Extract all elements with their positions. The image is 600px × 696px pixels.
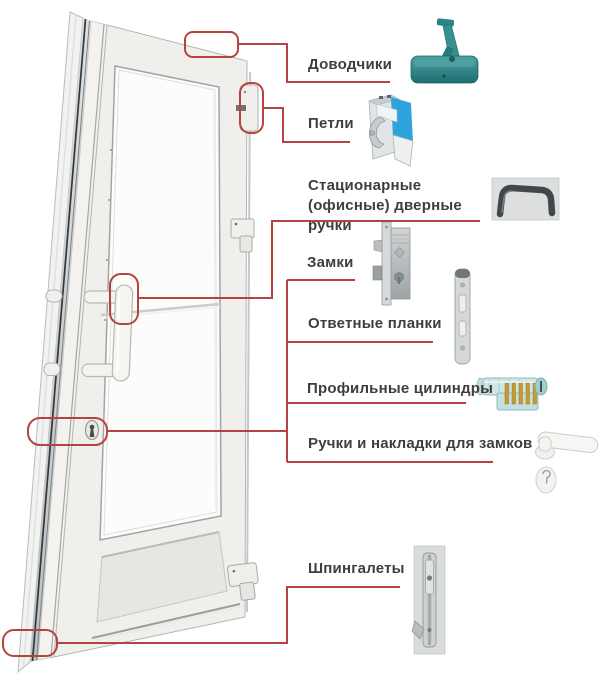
strike-plate-icon [454, 268, 471, 365]
office-handle-icon [491, 177, 560, 221]
middle-hinge-on-door [230, 218, 255, 253]
door-frame [17, 11, 251, 674]
pull-handle [81, 284, 134, 382]
label-door-closers: Доводчики [308, 56, 392, 73]
label-strike-plates: Ответные планки [308, 315, 442, 332]
profile-cylinder-icon [476, 377, 548, 411]
door-illustration [17, 11, 259, 674]
label-locks: Замки [307, 254, 354, 271]
bottom-hinge-on-door [227, 562, 259, 601]
lever-handle-icon [535, 431, 599, 494]
label-hinges: Петли [308, 115, 354, 132]
keyhole [84, 419, 100, 441]
pull-handle-back-stubs [43, 289, 63, 377]
door-bottom-panel [91, 531, 241, 642]
door-leaf [53, 24, 248, 658]
flush-bolt-icon [411, 545, 446, 655]
connector-hinges [263, 107, 350, 143]
label-lock-handles-covers: Ручки и накладки для замков [308, 435, 533, 452]
label-flush-bolts: Шпингалеты [308, 560, 405, 577]
door-closer-icon [410, 18, 479, 84]
connector-door-closers [238, 43, 390, 83]
connector-lock-group [107, 279, 493, 463]
label-profile-cylinders: Профильные цилиндры [307, 380, 494, 397]
connector-office-handles [138, 220, 480, 299]
hinge-icon [368, 94, 414, 167]
connector-flush-bolts [57, 586, 400, 644]
label-office-door-handles: Стационарные (офисные) дверные ручки [308, 177, 462, 234]
